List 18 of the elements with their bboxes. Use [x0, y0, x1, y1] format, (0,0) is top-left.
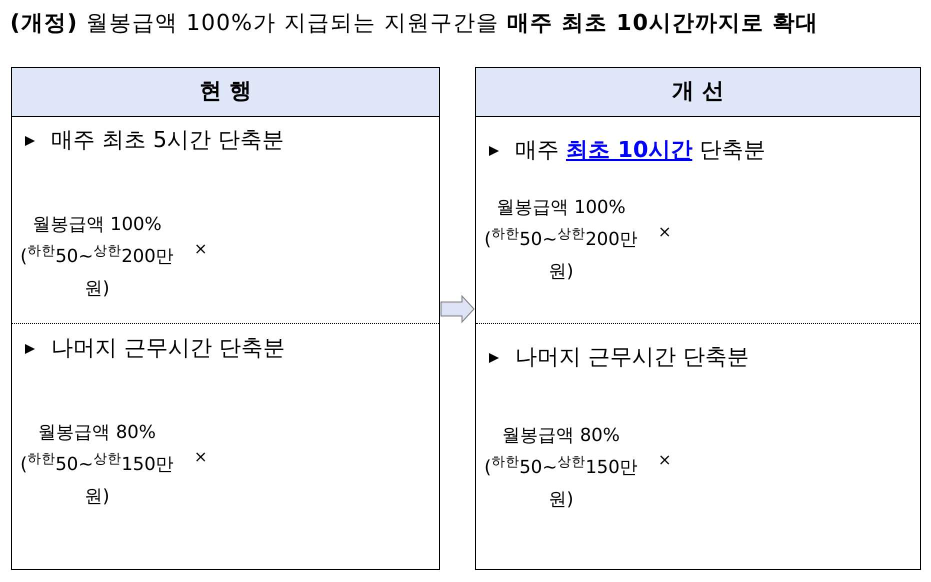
section-heading: 나머지 근무시간 단축분: [51, 335, 285, 363]
page-title: (개정) 월봉급액 100%가 지급되는 지원구간을 매주 최초 10시간까지로 확대: [10, 11, 819, 36]
block-arrow: [440, 294, 475, 324]
section-heading: 매주 최초 10시간 단축분: [515, 137, 766, 165]
comparison-panel: [475, 67, 921, 570]
multiply-sign: ×: [194, 447, 208, 467]
multiply-sign: ×: [658, 450, 672, 470]
multiply-sign: ×: [194, 239, 208, 259]
section-heading: 매주 최초 5시간 단축분: [51, 127, 284, 155]
multiply-sign: ×: [658, 222, 672, 242]
section-heading: 나머지 근무시간 단축분: [515, 344, 749, 372]
panel-title: 현 행: [200, 78, 252, 106]
benefit-text: 월봉급액 100% ($^{하한}$50~$^{상한}$200만 원): [19, 213, 175, 301]
benefit-text: 월봉급액 100% ($^{하한}$50~$^{상한}$200만 원): [483, 196, 639, 284]
comparison-panel: [11, 67, 440, 570]
benefit-text: 월봉급액 80% ($^{하한}$50~$^{상한}$150만 원): [483, 424, 639, 512]
benefit-text: 월봉급액 80% ($^{하한}$50~$^{상한}$150만 원): [19, 421, 175, 509]
panel-title: 개 선: [672, 78, 724, 106]
